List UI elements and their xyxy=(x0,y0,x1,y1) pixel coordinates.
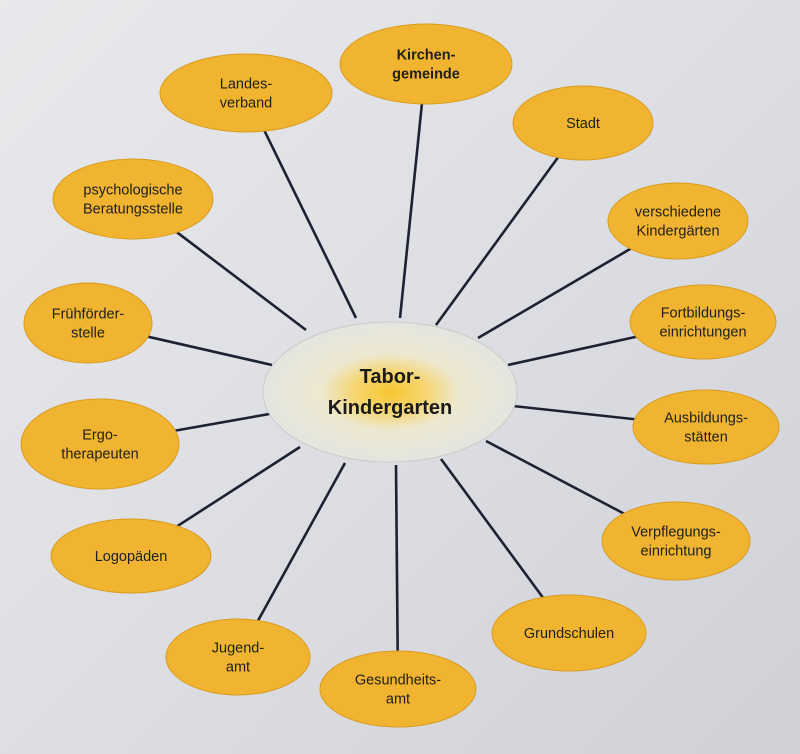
node-ellipse-stadt xyxy=(512,85,654,161)
node-gesundheitsamt: Gesundheits-amt xyxy=(319,650,477,728)
node-verpflegungseinrichtung: Verpflegungs-einrichtung xyxy=(601,501,751,581)
node-ellipse-grundschulen xyxy=(491,594,647,672)
node-stadt: Stadt xyxy=(512,85,654,161)
connector-landesverband xyxy=(263,129,358,319)
node-fortbildungseinrichtungen: Fortbildungs-einrichtungen xyxy=(629,284,777,360)
connector-stadt xyxy=(434,156,560,326)
node-label-gesundheitsamt-line2: amt xyxy=(386,692,410,708)
connector-fortbildungseinrichtungen xyxy=(507,335,638,367)
node-label-ergotherapeuten-line1: Ergo- xyxy=(82,428,118,444)
node-label-grundschulen-line1: Grundschulen xyxy=(524,626,614,642)
node-ellipse-landesverband xyxy=(159,53,333,133)
node-ellipse-verschiedene-kindergaerten xyxy=(607,182,749,260)
node-ellipse-ausbildungsstaetten xyxy=(632,389,780,465)
connector-kirchengemeinde xyxy=(398,103,424,319)
connector-grundschulen xyxy=(439,458,545,599)
node-label-verschiedene-kindergaerten-line1: verschiedene xyxy=(635,205,721,221)
node-ellipse-fortbildungseinrichtungen xyxy=(629,284,777,360)
node-grundschulen: Grundschulen xyxy=(491,594,647,672)
node-label-ausbildungsstaetten-line2: stätten xyxy=(684,430,728,446)
node-label-fortbildungseinrichtungen-line1: Fortbildungs- xyxy=(661,306,746,322)
node-label-jugendamt-line1: Jugend- xyxy=(212,641,265,657)
node-label-psychologische-beratungsstelle-line1: psychologische xyxy=(83,183,182,199)
node-label-verschiedene-kindergaerten-line2: Kindergärten xyxy=(636,224,719,240)
node-label-fortbildungseinrichtungen-line2: einrichtungen xyxy=(659,325,746,341)
connector-verschiedene-kindergaerten xyxy=(477,247,632,340)
node-label-psychologische-beratungsstelle-line2: Beratungsstelle xyxy=(83,202,183,218)
node-label-landesverband-line2: verband xyxy=(220,96,272,112)
node-ausbildungsstaetten: Ausbildungs-stätten xyxy=(632,389,780,465)
node-ellipse-kirchengemeinde xyxy=(339,23,513,105)
node-fruehfoerderstelle: Frühförder-stelle xyxy=(23,282,153,364)
center-label-line1: Tabor- xyxy=(360,366,421,388)
node-landesverband: Landes-verband xyxy=(159,53,333,133)
node-ergotherapeuten: Ergo-therapeuten xyxy=(20,398,180,490)
node-label-verpflegungseinrichtung-line1: Verpflegungs- xyxy=(631,525,721,541)
node-kirchengemeinde: Kirchen-gemeinde xyxy=(339,23,513,105)
node-label-ergotherapeuten-line2: therapeuten xyxy=(61,447,138,463)
connector-verpflegungseinrichtung xyxy=(485,439,626,516)
node-ellipse-ergotherapeuten xyxy=(20,398,180,490)
node-label-verpflegungseinrichtung-line2: einrichtung xyxy=(641,544,712,560)
node-ellipse-gesundheitsamt xyxy=(319,650,477,728)
node-label-jugendamt-line2: amt xyxy=(226,660,250,676)
center-label-line2: Kindergarten xyxy=(328,397,452,419)
connector-psychologische-beratungsstelle xyxy=(175,230,307,332)
node-label-kirchengemeinde-line1: Kirchen- xyxy=(397,48,456,64)
node-ellipse-psychologische-beratungsstelle xyxy=(52,158,214,240)
node-ellipse-jugendamt xyxy=(165,618,311,696)
node-ellipse-verpflegungseinrichtung xyxy=(601,501,751,581)
node-label-gesundheitsamt-line1: Gesundheits- xyxy=(355,673,441,689)
connector-lines xyxy=(146,103,638,652)
node-label-stadt-line1: Stadt xyxy=(566,116,600,132)
center-node: Tabor- Kindergarten xyxy=(262,321,518,463)
node-logopaeden: Logopäden xyxy=(50,518,212,594)
node-ellipse-logopaeden xyxy=(50,518,212,594)
node-label-kirchengemeinde-line2: gemeinde xyxy=(392,67,460,83)
connector-ausbildungsstaetten xyxy=(512,404,637,421)
connector-gesundheitsamt xyxy=(394,464,399,652)
connector-jugendamt xyxy=(256,462,347,622)
node-label-landesverband-line1: Landes- xyxy=(220,77,273,93)
connector-fruehfoerderstelle xyxy=(146,335,273,367)
node-label-fruehfoerderstelle-line2: stelle xyxy=(71,326,105,342)
connector-ergotherapeuten xyxy=(173,411,276,433)
node-ellipse-fruehfoerderstelle xyxy=(23,282,153,364)
center-ellipse xyxy=(262,321,518,463)
node-jugendamt: Jugend-amt xyxy=(165,618,311,696)
node-label-ausbildungsstaetten-line1: Ausbildungs- xyxy=(664,411,748,427)
connector-logopaeden xyxy=(175,445,301,528)
node-label-logopaeden-line1: Logopäden xyxy=(95,549,168,565)
node-label-fruehfoerderstelle-line1: Frühförder- xyxy=(52,307,125,323)
